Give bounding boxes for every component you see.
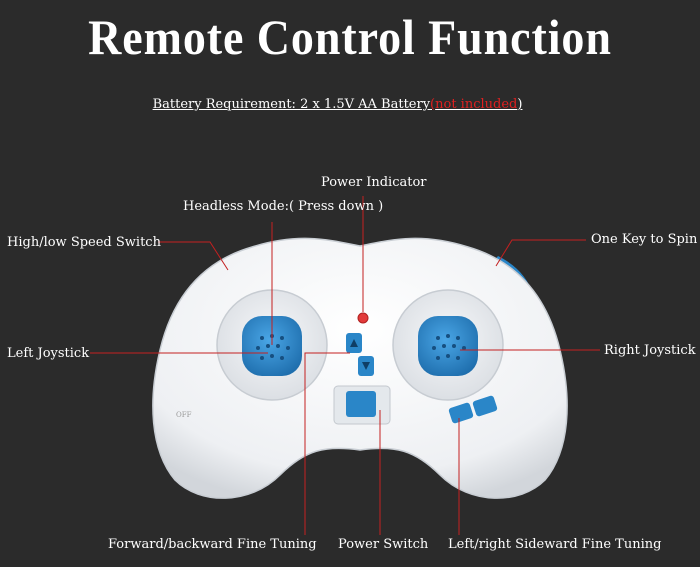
- leader-line-forward-backward: [304, 352, 350, 535]
- label-right-joystick: Right Joystick: [604, 343, 696, 358]
- battery-close-paren: ): [517, 97, 523, 112]
- battery-not-included: not included: [435, 97, 518, 112]
- battery-requirement: Battery Requirement: 2 x 1.5V AA Battery…: [0, 97, 675, 112]
- trim-right-button[interactable]: [472, 395, 498, 417]
- battery-open-paren: (: [430, 97, 436, 112]
- right-joystick-grip-dots: [432, 334, 466, 360]
- label-speed-switch: High/low Speed Switch: [7, 235, 161, 250]
- off-mark: OFF: [176, 411, 192, 419]
- up-arrow-icon: [350, 339, 358, 347]
- label-power-indicator: Power Indicator: [321, 175, 427, 190]
- label-power-switch: Power Switch: [338, 537, 429, 552]
- battery-text: Battery Requirement: 2 x 1.5V AA Battery: [152, 97, 431, 112]
- down-arrow-icon: [362, 362, 370, 370]
- label-headless-mode: Headless Mode:( Press down ): [183, 199, 384, 214]
- left-joystick-grip-dots: [256, 334, 290, 360]
- label-left-joystick: Left Joystick: [7, 346, 90, 361]
- label-one-key-spin: One Key to Spin: [591, 232, 698, 247]
- leader-line-speed-switch: [158, 241, 229, 271]
- sideward-trim-buttons: [448, 395, 498, 424]
- leader-lines: [90, 196, 600, 535]
- leader-line-one-key-spin: [495, 239, 586, 267]
- power-indicator-led: [357, 312, 369, 324]
- left-joystick[interactable]: [242, 316, 302, 376]
- label-left-right: Left/right Sideward Fine Tuning: [448, 537, 662, 552]
- power-switch[interactable]: [346, 391, 376, 417]
- trim-left-button[interactable]: [448, 402, 474, 424]
- page-title: Remote Control Function: [88, 9, 612, 65]
- label-forward-backward: Forward/backward Fine Tuning: [108, 537, 317, 552]
- right-joystick[interactable]: [418, 316, 478, 376]
